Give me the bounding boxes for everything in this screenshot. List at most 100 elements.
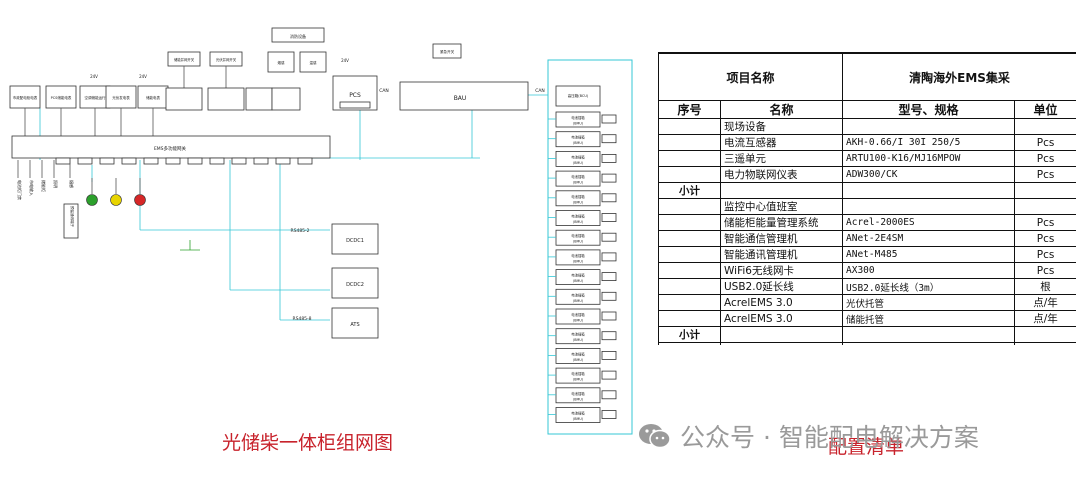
cell-no (658, 198, 721, 215)
bmu-port (601, 173, 617, 183)
cell-model (842, 118, 1016, 135)
indicator-lamp (134, 194, 146, 206)
gateway-port (187, 157, 203, 165)
bmu-box (555, 229, 601, 246)
relay-box (207, 87, 245, 111)
cell-unit: Pcs (1014, 262, 1076, 279)
bmu-label: 电池插箱 (571, 115, 585, 120)
cell-no (658, 166, 721, 183)
bmu-sub-label: (BMU) (573, 161, 583, 165)
bmu-sub-label: (BMU) (573, 279, 583, 283)
table-row: 监控中心值班室 (658, 198, 1076, 215)
bmu-label: 电池插箱 (571, 332, 585, 337)
gateway-label: EMS多功能网关 (154, 145, 187, 152)
bmu-sub-label: (BMU) (573, 141, 583, 145)
bmu-label: 电池插箱 (571, 292, 585, 297)
bmu-port (601, 193, 617, 203)
pcs-label: PCS (349, 92, 361, 99)
cell-no (658, 118, 721, 135)
bmu-box (555, 308, 601, 325)
project-row: 项目名称 清陶海外EMS集采 (658, 52, 1076, 101)
cell-no (658, 246, 721, 263)
rs485-label: RS485-2 (290, 228, 309, 234)
gateway-port (275, 157, 291, 165)
dcdc-label: ATS (350, 322, 359, 328)
fire-panel-box (271, 27, 325, 43)
cell-model: AKH-0.66/I 30I 250/5 (842, 134, 1016, 151)
cell-unit: 根 (1014, 278, 1076, 295)
cell-name: 现场设备 (719, 118, 844, 135)
dcdc-label: DCDC2 (346, 282, 364, 288)
side-label: 照明 (53, 180, 58, 188)
cell-name: WiFi6无线网卡 (719, 262, 844, 279)
cell-model: Acrel-2000ES (842, 214, 1016, 231)
cell-unit: 点/年 (1014, 294, 1076, 311)
cell-unit (1014, 182, 1076, 199)
cell-no (658, 310, 721, 327)
bmu-box (555, 111, 601, 128)
bmu-box (555, 288, 601, 305)
fire-sensor-label: 烟感 (278, 60, 286, 65)
cell-model: ARTU100-K16/MJ16MPOW (842, 150, 1016, 167)
col-header-unit: 单位 (1014, 100, 1076, 119)
emergency-label: 紧急开关 (440, 49, 455, 54)
cell-no (658, 214, 721, 231)
bmu-sub-label: (BMU) (573, 122, 583, 126)
bau-label: BAU (454, 95, 467, 102)
cell-model: 光伏托管 (842, 294, 1016, 311)
bmu-label: 电池插箱 (571, 194, 585, 199)
dcdc-box (331, 267, 379, 299)
bmu-sub-label: (BMU) (573, 319, 583, 323)
cell-model (842, 198, 1016, 215)
cell-name: AcrelEMS 3.0 (719, 310, 844, 327)
bmu-sub-label: (BMU) (573, 259, 583, 263)
rs485-label: RS485-8 (292, 316, 311, 322)
cell-unit: Pcs (1014, 230, 1076, 247)
cell-unit: 点/年 (1014, 310, 1076, 327)
gateway-port (55, 157, 71, 165)
indicator-lamp (110, 194, 122, 206)
bmu-box (555, 131, 601, 148)
cell-unit: Pcs (1014, 134, 1076, 151)
bmu-port (601, 350, 617, 360)
table-row: 现场设备 (658, 118, 1076, 135)
relay-box (165, 87, 203, 111)
cell-name: AcrelEMS 3.0 (719, 294, 844, 311)
bmu-box (555, 249, 601, 266)
table-row: 公共服务费 (658, 342, 1076, 345)
cell-no (658, 278, 721, 295)
can-label: CAN (535, 88, 545, 94)
bmu-sub-label: (BMU) (573, 200, 583, 204)
bcu-label: 高压箱(BCU) (568, 93, 589, 98)
bmu-sub-label: (BMU) (573, 358, 583, 362)
gateway-port (99, 157, 115, 165)
fire-sensor-label: 温感 (310, 60, 318, 65)
bmu-box (555, 328, 601, 345)
meter-label: 储能电表 (146, 95, 160, 100)
cell-unit: Pcs (1014, 150, 1076, 167)
cell-model: 储能托管 (842, 310, 1016, 327)
cell-unit (1014, 198, 1076, 215)
cell-no: 小计 (658, 182, 721, 199)
bmu-port (601, 232, 617, 242)
fire-sensor-box (299, 51, 327, 73)
dcdc-box (331, 223, 379, 255)
bmu-box (555, 387, 601, 404)
terminal-box (63, 203, 79, 239)
bmu-port (601, 311, 617, 321)
cell-no (658, 150, 721, 167)
switch-label: 光伏并网开关 (216, 57, 237, 62)
bmu-box (555, 210, 601, 226)
cell-no (658, 342, 721, 345)
bmu-sub-label: (BMU) (573, 397, 583, 401)
dcdc-box (331, 307, 379, 339)
cell-name (719, 182, 844, 199)
col-header-name: 名称 (719, 100, 844, 119)
cell-model: ADW300/CK (842, 166, 1016, 183)
bmu-port (601, 134, 617, 144)
